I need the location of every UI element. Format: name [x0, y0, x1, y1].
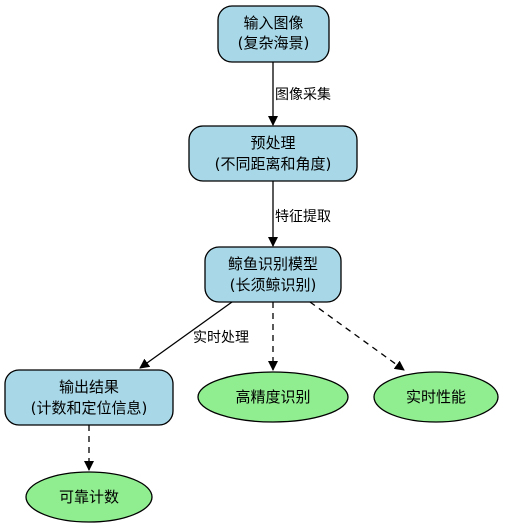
node-input-line1: 输入图像: [243, 14, 303, 32]
edge-label-capture: 图像采集: [275, 86, 331, 103]
node-preprocess-line2: (不同距离和角度): [215, 155, 332, 173]
edge-model-to-output: 实时处理: [139, 301, 249, 369]
node-output-line2: (计数和定位信息): [31, 399, 148, 417]
edge-label-feature: 特征提取: [275, 209, 331, 225]
node-output-result: 输出结果 (计数和定位信息): [4, 369, 174, 426]
node-preprocess-line1: 预处理: [250, 134, 295, 152]
node-model-line2: (长须鲸识别): [230, 276, 317, 294]
node-input-line2: (复杂海景): [238, 34, 310, 52]
edge-preprocess-to-model: 特征提取: [268, 181, 331, 247]
node-count-label: 可靠计数: [59, 488, 119, 506]
node-model-line1: 鲸鱼识别模型: [228, 255, 318, 273]
node-realtime-performance: 实时性能: [373, 371, 499, 423]
node-whale-model: 鲸鱼识别模型 (长须鲸识别): [204, 246, 342, 303]
node-output-line1: 输出结果: [59, 378, 119, 396]
node-realtime-label: 实时性能: [406, 388, 466, 406]
node-input-image: 输入图像 (复杂海景): [217, 5, 330, 63]
node-reliable-count: 可靠计数: [25, 471, 153, 523]
edge-model-to-realtime: [309, 301, 405, 371]
node-accuracy-label: 高精度识别: [235, 388, 310, 406]
edge-label-realtime-processing: 实时处理: [193, 330, 249, 346]
edge-input-to-preprocess: 图像采集: [268, 62, 331, 126]
node-preprocess: 预处理 (不同距离和角度): [188, 125, 358, 182]
node-high-accuracy: 高精度识别: [197, 371, 349, 423]
